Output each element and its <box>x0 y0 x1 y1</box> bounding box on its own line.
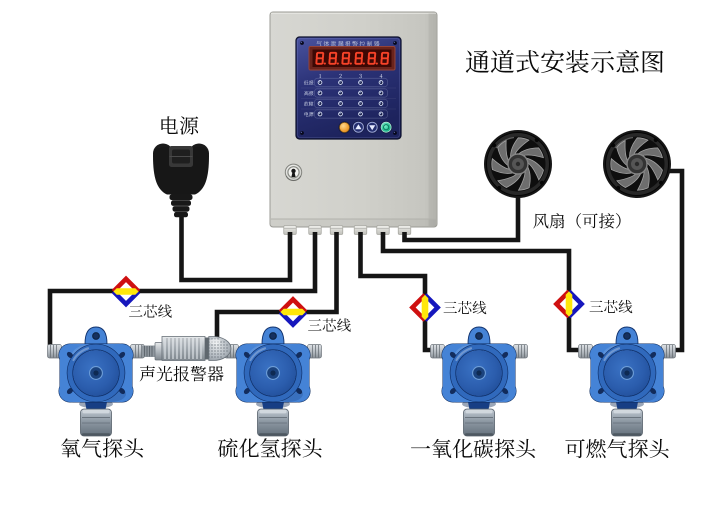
sensor-cylinder <box>80 408 112 437</box>
cable-entry-right <box>661 344 676 359</box>
sensor-cylinder <box>611 408 643 437</box>
channel-header: 4 <box>379 72 382 80</box>
detector-label: 硫化氢探头 <box>218 433 323 463</box>
status-led <box>317 80 323 85</box>
status-led <box>338 101 343 106</box>
wire-tag-diamond-2 <box>278 296 308 328</box>
status-led <box>338 90 343 96</box>
status-row-label: 故障 <box>304 100 314 107</box>
status-led <box>358 101 363 106</box>
power-label: 电源 <box>159 110 199 139</box>
mounting-hole <box>475 332 483 340</box>
display-value: 8.8.8.8.8.8 <box>325 50 379 65</box>
status-led <box>358 111 363 117</box>
wire-tag-label: 三芯线 <box>308 315 352 336</box>
fan-right <box>603 130 671 198</box>
mute-button[interactable] <box>338 121 351 134</box>
detector-label: 氧气探头 <box>60 433 144 463</box>
status-row-label: 低报 <box>303 79 315 86</box>
up-button[interactable] <box>352 121 365 134</box>
cable-gland <box>397 225 412 235</box>
detector-label: 可燃气探头 <box>565 434 670 464</box>
status-led <box>378 90 384 96</box>
seven-segment-digit <box>341 51 352 65</box>
seven-segment-digit <box>367 51 378 65</box>
fan-label: 风扇（可接） <box>533 208 632 232</box>
status-led <box>317 101 323 106</box>
power-cord <box>179 215 293 283</box>
status-led <box>317 111 323 117</box>
cable-entry-left <box>47 344 62 359</box>
detector-hydrogen-sulfide <box>224 326 322 437</box>
status-led <box>378 101 384 106</box>
status-row-label: 高报 <box>304 90 315 97</box>
status-row-label: 电源 <box>304 111 314 118</box>
panel-name-plate: 气体泄漏报警控制器 <box>316 39 381 48</box>
led-display: 8.8.8.8.8.8 <box>308 46 396 71</box>
wire-tag-diamond-3 <box>409 293 441 322</box>
detector-oxygen <box>47 326 145 437</box>
cable-entry-right <box>307 344 322 359</box>
sound-light-alarm <box>142 336 232 361</box>
detector-carbon-monoxide <box>430 326 528 437</box>
status-led <box>338 80 343 85</box>
wire-tag-diamond-1 <box>111 275 141 308</box>
cable-entry-right <box>513 344 528 359</box>
status-led <box>317 90 323 96</box>
wire-tag-label: 三芯线 <box>443 297 487 318</box>
wire-tag-label: 三芯线 <box>129 301 173 322</box>
seven-segment-digit <box>328 51 339 65</box>
detector-label: 一氧化碳探头 <box>410 434 536 464</box>
seven-segment-digit <box>380 51 390 65</box>
status-led <box>338 111 343 117</box>
status-led <box>378 111 384 117</box>
seven-segment-digit <box>354 51 365 65</box>
channel-header: 3 <box>359 72 362 80</box>
mounting-hole <box>269 332 277 340</box>
sensor-cylinder <box>463 408 495 437</box>
seven-segment-digit <box>315 51 326 65</box>
channel-header: 1 <box>319 72 322 80</box>
confirm-button[interactable] <box>379 121 393 134</box>
mounting-hole <box>623 332 631 340</box>
diagram-title: 通道式安装示意图 <box>465 43 665 79</box>
wire-tag-diamond-4 <box>553 289 585 319</box>
sensor-cylinder <box>257 408 289 437</box>
wire-fan-left <box>402 196 521 243</box>
mounting-hole <box>92 332 100 340</box>
status-led <box>378 80 384 85</box>
alarm-label: 声光报警器 <box>139 360 224 385</box>
wire-tag-label: 三芯线 <box>589 296 633 317</box>
down-button[interactable] <box>366 121 379 134</box>
cable-entry-left <box>430 344 445 359</box>
channel-header: 2 <box>339 72 342 80</box>
fan-left <box>484 130 552 198</box>
wire-detector-4 <box>380 232 587 353</box>
status-led <box>358 90 363 96</box>
detector-combustible-gas <box>578 326 676 437</box>
power-plug <box>153 143 209 218</box>
status-led <box>358 80 363 85</box>
lock-keyhole <box>284 163 303 182</box>
